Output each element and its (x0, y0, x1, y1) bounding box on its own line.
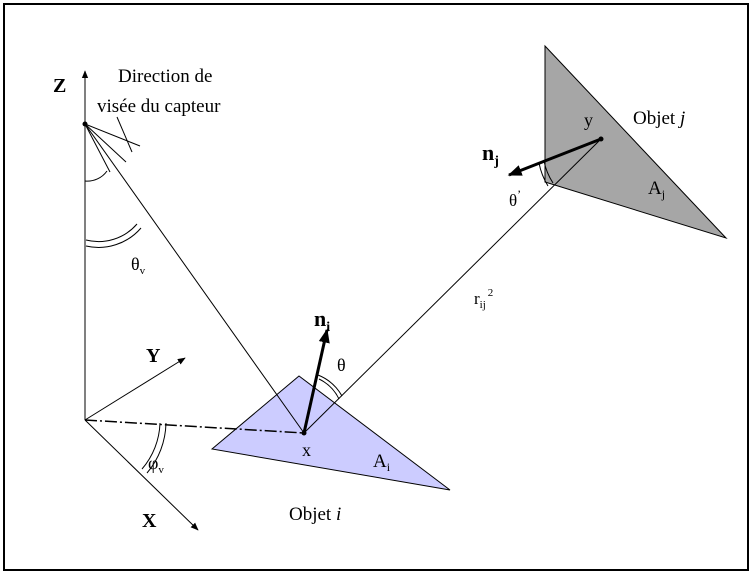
point-x-label: x (302, 440, 311, 460)
theta-prime-arc-outer (538, 162, 549, 187)
normal-j-label: nj (482, 140, 499, 169)
y-axis (84, 357, 186, 421)
projection-line (84, 419, 305, 434)
sensor-cone-arc (116, 116, 133, 153)
normal-j-arrow (507, 137, 602, 177)
distance-label: rij2 (474, 287, 493, 311)
distance-line (303, 138, 602, 434)
area-i-label: Ai (373, 451, 391, 474)
phi-v-arc-outer (146, 422, 167, 474)
sensor-fan-line (84, 123, 141, 147)
normal-i-arrow (302, 328, 330, 434)
sensor-direction-label-line1: Direction de (118, 66, 212, 87)
sensor-direction-label-line2: visée du capteur (97, 96, 221, 117)
sensor-fan-line (84, 123, 111, 173)
x-axis (84, 419, 199, 531)
theta-prime-label: θ’ (509, 187, 521, 210)
area-j-label: Aj (648, 178, 665, 201)
y-axis-label: Y (146, 345, 161, 367)
normal-i-label: ni (314, 306, 330, 335)
object-i-label: Objet i (289, 504, 341, 525)
phi-v-label: φv (148, 453, 164, 476)
sensor-fan-line (84, 123, 127, 163)
object-i-polygon (210, 375, 451, 491)
theta-label: θ (337, 355, 346, 375)
theta-arc-inner (318, 378, 340, 400)
theta-v-label: θv (131, 254, 146, 277)
phi-v-arc-inner (141, 422, 161, 470)
sensor-solid-angle-arc (84, 170, 108, 182)
z-axis-label: Z (53, 75, 66, 97)
point-y-label: y (584, 110, 593, 130)
view-line (84, 123, 305, 434)
theta-v-arc-inner (85, 223, 138, 243)
object-j-polygon (544, 44, 728, 240)
diagram-frame (3, 3, 749, 571)
x-axis-label: X (142, 510, 157, 532)
theta-arc-outer (317, 374, 343, 397)
object-j-label: Objet j (633, 108, 685, 129)
theta-v-arc-outer (85, 227, 142, 248)
theta-prime-arc-inner (543, 160, 554, 184)
